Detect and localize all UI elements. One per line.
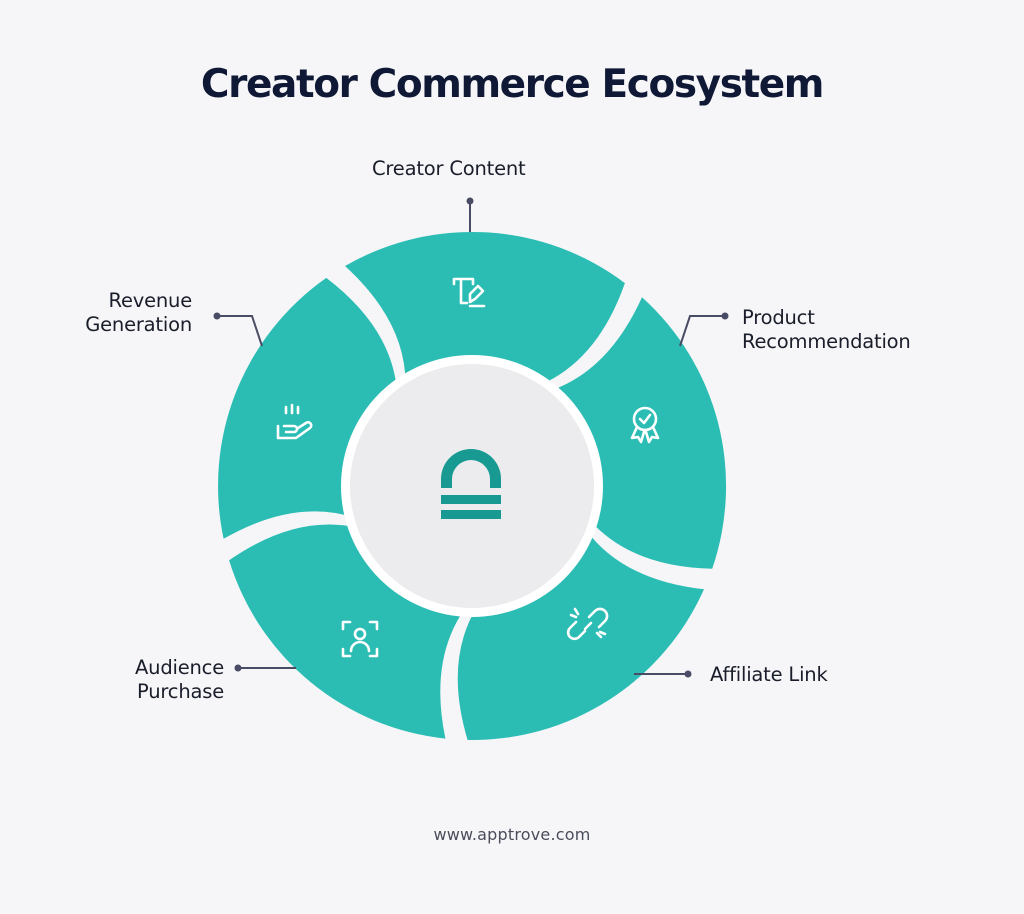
- segment-creator-content: [345, 231, 625, 385]
- user-focus-icon: [341, 620, 379, 658]
- label-product-recommendation-line-2: Recommendation: [742, 330, 911, 353]
- label-creator-content-line-1: Creator Content: [372, 157, 526, 180]
- connector-dot-audience-purchase: [234, 664, 242, 672]
- connector-product-recommendation: [679, 315, 724, 347]
- page-title: Creator Commerce Ecosystem: [200, 62, 825, 107]
- broken-link-icon: [566, 607, 609, 641]
- footer-url: www.apptrove.com: [433, 825, 591, 844]
- hand-coins-icon: [276, 403, 313, 440]
- document-pen-icon: [452, 277, 486, 308]
- label-revenue-generation-line-1: Revenue: [108, 289, 192, 312]
- connector-lines: [217, 202, 724, 675]
- label-revenue-generation: Revenue Generation: [40, 289, 192, 337]
- segment-audience-purchase: [229, 524, 466, 739]
- label-affiliate-link: Affiliate Link: [710, 663, 828, 687]
- apptrove-logo-icon: [441, 449, 501, 519]
- connector-dot-product-recommendation: [721, 312, 729, 320]
- center-hub: [350, 364, 594, 608]
- label-affiliate-link-line-1: Affiliate Link: [710, 663, 828, 686]
- label-audience-purchase-line-1: Audience: [135, 656, 224, 679]
- label-product-recommendation-line-1: Product: [742, 306, 815, 329]
- label-audience-purchase-line-2: Purchase: [137, 680, 224, 703]
- connector-dot-affiliate-link: [684, 670, 692, 678]
- connector-revenue-generation: [217, 315, 263, 347]
- label-audience-purchase: Audience Purchase: [60, 656, 224, 704]
- label-revenue-generation-line-2: Generation: [85, 313, 192, 336]
- label-creator-content: Creator Content: [372, 157, 572, 181]
- award-badge-icon: [630, 406, 660, 444]
- connector-dot-revenue-generation: [213, 312, 221, 320]
- segment-revenue-generation: [218, 277, 397, 539]
- label-product-recommendation: Product Recommendation: [742, 306, 911, 354]
- connector-dot-creator-content: [466, 197, 474, 205]
- connector-dots: [213, 197, 729, 678]
